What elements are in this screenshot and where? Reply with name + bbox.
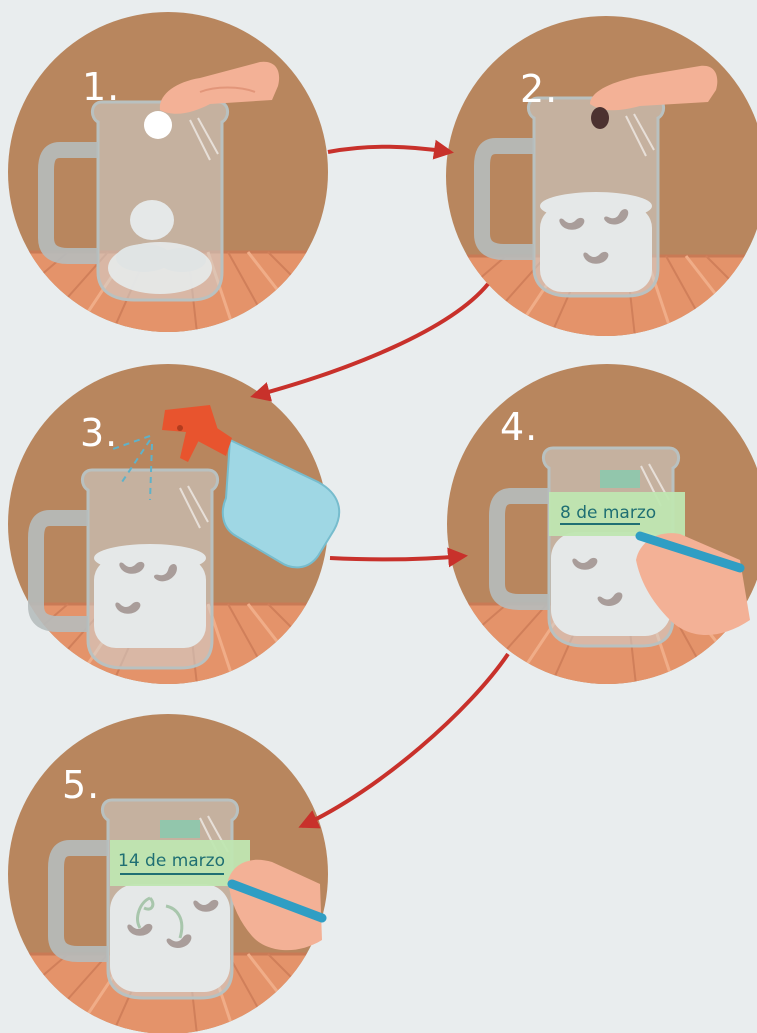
date-label: 14 de marzo xyxy=(118,851,225,871)
cotton-ball-icon xyxy=(144,111,172,139)
step-3: 3. xyxy=(0,364,339,694)
step-number: 1. xyxy=(82,65,120,109)
step-4: 8 de marzo 4. xyxy=(437,364,757,694)
step-5: 14 de marzo 5. xyxy=(0,714,338,1033)
step-number: 5. xyxy=(62,763,100,807)
step-1: 1. xyxy=(0,12,338,342)
bean-icon xyxy=(591,107,609,129)
step-number: 4. xyxy=(500,405,538,449)
arrow-1-to-2 xyxy=(328,147,450,152)
arrow-3-to-4 xyxy=(330,556,464,559)
arrow-2-to-3 xyxy=(254,284,488,396)
arrow-4-to-5 xyxy=(302,654,508,826)
step-number: 2. xyxy=(520,67,558,111)
date-label: 8 de marzo xyxy=(560,503,656,523)
step-number: 3. xyxy=(80,411,118,455)
tape-icon xyxy=(160,820,200,838)
tape-icon xyxy=(600,470,640,488)
step-2: 2. xyxy=(436,16,757,346)
